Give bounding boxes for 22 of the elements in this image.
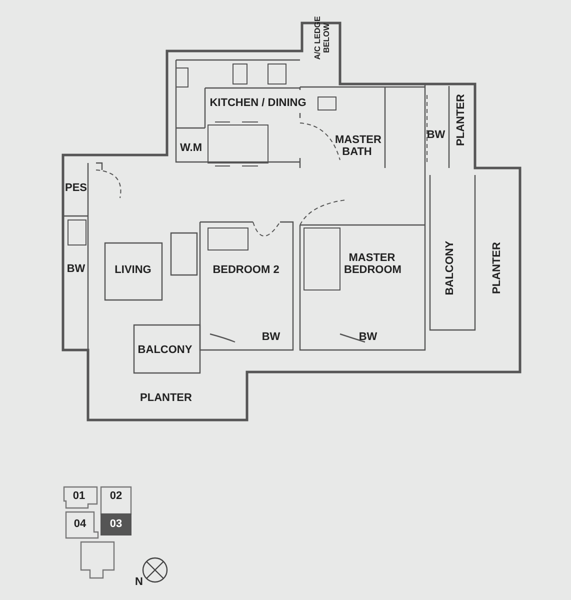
- room-label: PLANTER: [455, 94, 467, 146]
- room-label: MASTER BEDROOM: [344, 252, 400, 276]
- room-label: MASTER BATH: [335, 134, 379, 158]
- room-label: KITCHEN / DINING: [210, 97, 306, 109]
- unit-number: 04: [74, 518, 86, 530]
- room-label: PES: [65, 182, 87, 194]
- unit-number: 03: [110, 518, 122, 530]
- unit-number: 01: [72, 490, 86, 502]
- room-label: A/C LEDGE BELOW: [313, 15, 331, 62]
- room-label: W.M: [180, 142, 202, 154]
- room-label: BW: [262, 331, 280, 343]
- room-label: BW: [358, 331, 378, 343]
- unit-number: 02: [110, 490, 122, 502]
- room-label: LIVING: [114, 264, 152, 276]
- room-label: BW: [426, 129, 446, 141]
- north-label: N: [135, 576, 143, 588]
- room-label: BALCONY: [138, 344, 192, 356]
- room-label: BW: [66, 263, 86, 275]
- room-label: BEDROOM 2: [212, 264, 280, 276]
- room-label: BALCONY: [444, 240, 456, 296]
- room-label: PLANTER: [140, 392, 192, 404]
- room-label: PLANTER: [491, 242, 503, 294]
